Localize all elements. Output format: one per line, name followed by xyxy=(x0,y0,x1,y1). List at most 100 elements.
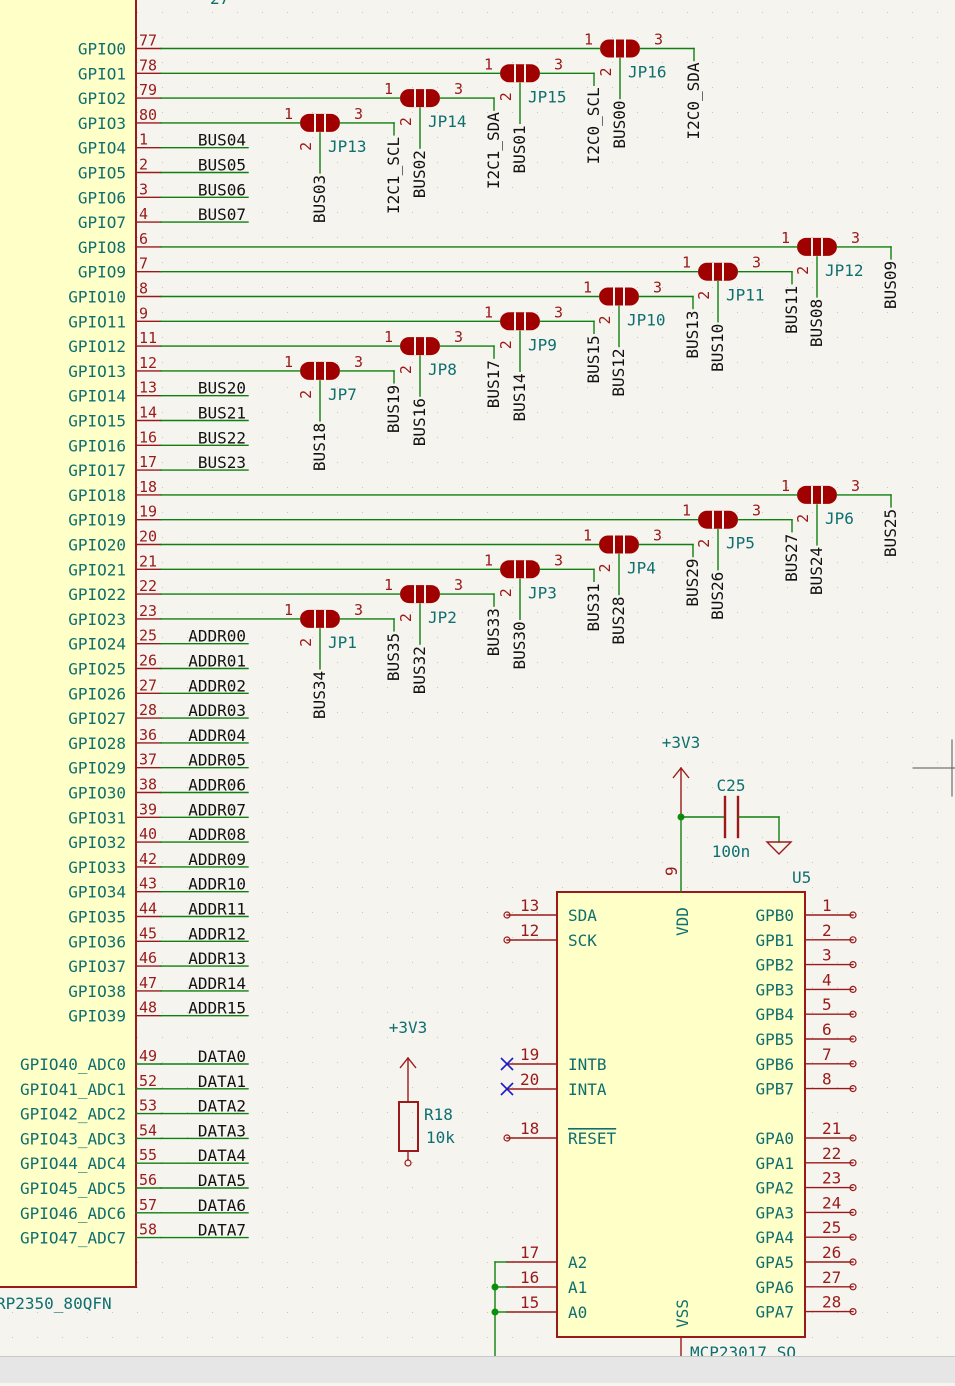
grid-dot xyxy=(912,612,913,613)
grid-dot xyxy=(887,1037,888,1038)
grid-dot xyxy=(737,662,738,663)
grid-dot xyxy=(137,187,138,188)
grid-dot xyxy=(462,412,463,413)
grid-dot xyxy=(362,987,363,988)
grid-dot xyxy=(912,87,913,88)
grid-dot xyxy=(912,12,913,13)
grid-dot xyxy=(762,512,763,513)
grid-dot xyxy=(712,87,713,88)
mcu-pin-number: 2 xyxy=(139,156,148,174)
grid-dot xyxy=(587,862,588,863)
grid-dot xyxy=(362,612,363,613)
grid-dot xyxy=(662,637,663,638)
grid-dot xyxy=(137,812,138,813)
grid-dot xyxy=(512,87,513,88)
mcu-pin-number: 19 xyxy=(139,503,157,521)
u5-pin-number: 17 xyxy=(520,1243,539,1262)
grid-dot xyxy=(537,862,538,863)
u5-pin-number: 21 xyxy=(822,1119,841,1138)
grid-dot xyxy=(337,962,338,963)
grid-dot xyxy=(887,1237,888,1238)
grid-dot xyxy=(537,487,538,488)
grid-dot xyxy=(837,887,838,888)
net-label: DATA2 xyxy=(198,1097,246,1116)
grid-dot xyxy=(887,512,888,513)
grid-dot xyxy=(237,312,238,313)
grid-dot xyxy=(412,462,413,463)
grid-dot xyxy=(837,462,838,463)
jumper-pin-number: 2 xyxy=(297,390,315,399)
grid-dot xyxy=(162,787,163,788)
grid-dot xyxy=(937,37,938,38)
grid-dot xyxy=(312,237,313,238)
grid-dot xyxy=(912,962,913,963)
grid-dot xyxy=(787,237,788,238)
grid-dot xyxy=(937,1262,938,1263)
grid-dot xyxy=(237,762,238,763)
unconnected-pin-end xyxy=(849,936,857,944)
grid-dot xyxy=(387,637,388,638)
grid-dot xyxy=(337,187,338,188)
mcu-pin-number: 54 xyxy=(139,1121,157,1139)
grid-dot xyxy=(237,887,238,888)
unconnected-pin-end xyxy=(849,1010,857,1018)
u5-pin-name: GPB2 xyxy=(755,956,794,975)
grid-dot xyxy=(212,837,213,838)
grid-dot xyxy=(337,487,338,488)
grid-dot xyxy=(212,162,213,163)
grid-dot xyxy=(37,1312,38,1313)
grid-dot xyxy=(237,462,238,463)
mcu-adc-pin-name: GPIO41_ADC1 xyxy=(20,1080,126,1099)
grid-dot xyxy=(212,787,213,788)
grid-dot xyxy=(812,1337,813,1338)
grid-dot xyxy=(412,1237,413,1238)
grid-dot xyxy=(637,437,638,438)
grid-dot xyxy=(787,412,788,413)
grid-dot xyxy=(337,337,338,338)
grid-dot xyxy=(837,837,838,838)
grid-dot xyxy=(87,1312,88,1313)
mcu-pin-number: 37 xyxy=(139,751,157,769)
grid-dot xyxy=(487,387,488,388)
grid-dot xyxy=(937,512,938,513)
grid-dot xyxy=(537,437,538,438)
grid-dot xyxy=(362,737,363,738)
jumper-ref: JP13 xyxy=(328,137,367,156)
grid-dot xyxy=(862,1337,863,1338)
grid-dot xyxy=(537,287,538,288)
grid-dot xyxy=(812,362,813,363)
bus-label: BUS14 xyxy=(510,373,529,421)
grid-dot xyxy=(487,687,488,688)
grid-dot xyxy=(487,462,488,463)
grid-dot xyxy=(862,512,863,513)
grid-dot xyxy=(387,787,388,788)
power-label: +3V3 xyxy=(662,733,701,752)
grid-dot xyxy=(612,387,613,388)
grid-dot xyxy=(512,787,513,788)
grid-dot xyxy=(187,487,188,488)
grid-dot xyxy=(862,537,863,538)
grid-dot xyxy=(412,62,413,63)
grid-dot xyxy=(262,1237,263,1238)
grid-dot xyxy=(912,762,913,763)
grid-dot xyxy=(837,387,838,388)
net-label: ADDR13 xyxy=(188,949,246,968)
grid-dot xyxy=(662,487,663,488)
grid-dot xyxy=(212,87,213,88)
grid-dot xyxy=(362,562,363,563)
grid-dot xyxy=(237,987,238,988)
jumper-pad xyxy=(500,64,540,83)
grid-dot xyxy=(537,587,538,588)
grid-dot xyxy=(162,887,163,888)
grid-dot xyxy=(687,512,688,513)
grid-dot xyxy=(637,362,638,363)
grid-dot xyxy=(262,1287,263,1288)
grid-dot xyxy=(687,287,688,288)
jumper-pin-number: 1 xyxy=(484,55,493,73)
grid-dot xyxy=(662,512,663,513)
grid-dot xyxy=(487,962,488,963)
grid-dot xyxy=(187,637,188,638)
grid-dot xyxy=(162,362,163,363)
